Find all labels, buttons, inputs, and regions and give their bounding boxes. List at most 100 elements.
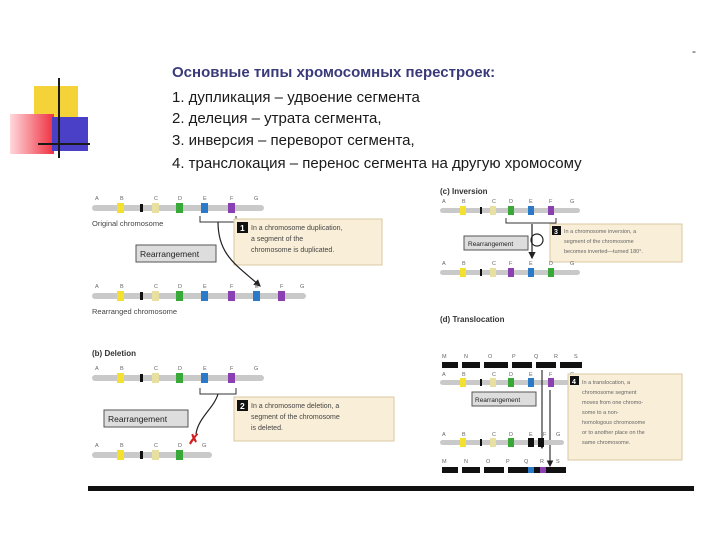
rearrangement-figure: A B C D E F G Original chromosome Rearra… xyxy=(92,187,683,473)
chromosome-rearranged-dup: A B C D E F E F G xyxy=(92,284,306,301)
list-item-duplication: 1. дупликация – удвоение сегмента xyxy=(172,89,420,106)
note-line: In a chromosome deletion, a xyxy=(251,403,339,410)
corner-mark: - xyxy=(692,44,696,58)
gene-label: Q xyxy=(534,354,539,360)
rearrangement-label-inv: Rearrangement xyxy=(468,241,513,248)
gene-label: R xyxy=(540,459,544,465)
gene-label: C xyxy=(492,199,496,205)
panel-duplication: A B C D E F G Original chromosome Rearra… xyxy=(92,196,383,316)
chromosome-original-del: A B C D E F G xyxy=(92,366,264,383)
gene-label: D xyxy=(509,372,513,378)
gene-label: B xyxy=(120,443,124,449)
gene-label: F xyxy=(509,261,513,267)
note-box-del xyxy=(233,396,395,442)
gene-label: A xyxy=(95,366,99,372)
note-line: chromosome is duplicated. xyxy=(251,247,334,254)
list-item-translocation: 4. транслокация – перенос сегмента на др… xyxy=(172,155,582,172)
gene-label: A xyxy=(442,432,446,438)
deco-horizontal-line xyxy=(38,143,90,145)
deco-red-square xyxy=(10,114,54,154)
note-line: In a chromosome inversion, a xyxy=(564,229,637,235)
gene-label: S xyxy=(574,354,578,360)
gene-label: C xyxy=(154,196,158,202)
gene-label: B xyxy=(120,196,124,202)
gene-label: A xyxy=(95,284,99,290)
gene-label: A xyxy=(95,443,99,449)
gene-label: G xyxy=(202,443,206,449)
gene-label: F xyxy=(549,372,553,378)
gene-label: D xyxy=(549,261,553,267)
gene-label: A xyxy=(442,372,446,378)
gene-label: D xyxy=(178,196,182,202)
gene-label: M xyxy=(442,354,447,360)
gene-label: E xyxy=(203,196,207,202)
deco-vertical-line xyxy=(58,78,60,158)
rearrangement-label-dup: Rearrangement xyxy=(140,249,200,259)
gene-label: P xyxy=(512,354,516,360)
note-box-trans xyxy=(567,373,683,461)
rearrangement-box-del xyxy=(103,409,189,428)
step-number: 1 xyxy=(240,223,245,233)
gene-label: G xyxy=(254,366,258,372)
chromosome-rearranged-inv: A B C F E D G xyxy=(440,261,580,277)
chromosome-other-rearranged: M N O P Q R S xyxy=(442,459,566,473)
chromosome-original-trans: A B C D E F G xyxy=(440,372,580,387)
gene-label: F xyxy=(230,196,234,202)
step-number: 2 xyxy=(240,401,245,411)
gene-label: E xyxy=(255,284,259,290)
deleted-mark-icon: ✗ xyxy=(188,431,200,447)
slide-title: Основные типы хромосомных перестроек: xyxy=(172,64,496,81)
gene-label: F xyxy=(280,284,284,290)
step-badge-4 xyxy=(570,376,579,385)
gene-label: B xyxy=(462,372,466,378)
panel-title-inversion: (c) Inversion xyxy=(440,187,488,196)
gene-label: G xyxy=(570,261,574,267)
panel-deletion: (b) Deletion A B C D E F G Rearrangement… xyxy=(92,349,395,460)
gene-label: P xyxy=(506,459,510,465)
gene-label: E xyxy=(529,199,533,205)
chromosome-other-original: M N O P Q R S xyxy=(442,354,582,368)
gene-label: C xyxy=(492,372,496,378)
gene-label: B xyxy=(462,432,466,438)
rearrangement-box-inv xyxy=(463,235,529,251)
chromosome-original-dup: A B C D E F G xyxy=(92,196,264,213)
rearrangement-label-del: Rearrangement xyxy=(108,414,168,424)
gene-label: B xyxy=(462,261,466,267)
chromosome-rearranged-trans: A B C D E F G xyxy=(440,432,564,447)
gene-label: C xyxy=(492,432,496,438)
note-line: In a chromosome duplication, xyxy=(251,225,342,232)
chromosome-rearranged-del: A B C D G xyxy=(92,443,212,460)
gene-label: C xyxy=(154,284,158,290)
note-line: segment of the chromosome xyxy=(251,414,340,421)
bottom-rule xyxy=(88,486,694,491)
note-line: a segment of the xyxy=(251,236,303,243)
list-item-inversion: 3. инверсия – переворот сегмента, xyxy=(172,132,415,149)
gene-label: E xyxy=(529,432,533,438)
gene-label: R xyxy=(554,354,558,360)
gene-label: F xyxy=(230,284,234,290)
gene-label: G xyxy=(300,284,304,290)
gene-label: F xyxy=(230,366,234,372)
gene-label: C xyxy=(492,261,496,267)
rearranged-chromosome-label: Rearranged chromosome xyxy=(92,307,177,316)
panel-translocation: (d) Translocation M N O P Q R S A B xyxy=(440,315,683,473)
note-line: In a translocation, a xyxy=(582,380,631,386)
note-line: segment of the chromosome xyxy=(564,239,634,245)
step-badge-1 xyxy=(237,222,248,233)
gene-label: O xyxy=(488,354,493,360)
note-line: moves from one chromo- xyxy=(582,400,643,406)
original-chromosome-label: Original chromosome xyxy=(92,219,163,228)
gene-label: D xyxy=(178,443,182,449)
gene-label: E xyxy=(203,284,207,290)
gene-label: F xyxy=(549,199,553,205)
gene-label: N xyxy=(464,459,468,465)
rearrangement-label-trans: Rearrangement xyxy=(475,397,520,404)
gene-label: E xyxy=(529,372,533,378)
note-line: or to another place on the xyxy=(582,430,645,436)
gene-label: C xyxy=(154,366,158,372)
rearrangement-box-dup xyxy=(135,244,217,263)
gene-label: B xyxy=(120,366,124,372)
gene-label: O xyxy=(486,459,491,465)
gene-label: Q xyxy=(524,459,529,465)
gene-label: E xyxy=(203,366,207,372)
